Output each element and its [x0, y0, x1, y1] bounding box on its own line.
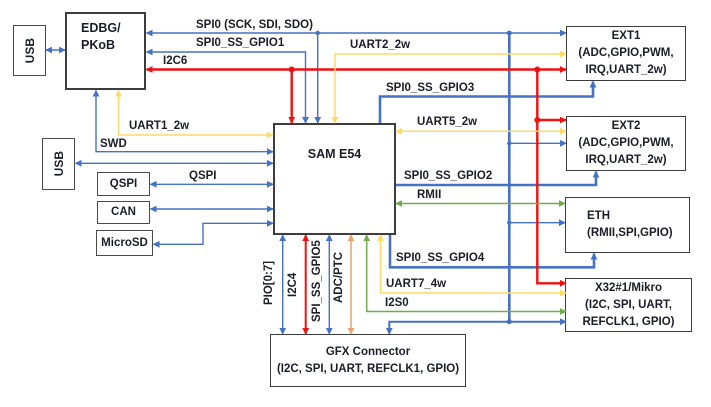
- wire-label-spi0-ss-gpio2: SPI0_SS_GPIO2: [404, 170, 493, 182]
- wire-label-qspi: QSPI: [189, 170, 217, 182]
- block-gfx-label-line2: (I2C, SPI, UART, REFCLK1, GPIO): [276, 362, 460, 375]
- wire-label-pio: PIO[0:7]: [263, 260, 275, 306]
- wire-label-i2s0: I2S0: [385, 297, 409, 309]
- block-eth: ETH (RMII,SPI,GPIO): [565, 197, 690, 253]
- block-gfx-connector: GFX Connector (I2C, SPI, UART, REFCLK1, …: [270, 334, 466, 387]
- junction-dot: [288, 66, 295, 73]
- block-usb-top-label: USB: [22, 37, 37, 64]
- block-edbg-label-line2: PKoB: [81, 38, 116, 52]
- wire-label-swd: SWD: [100, 138, 127, 150]
- junction-dot: [315, 30, 320, 36]
- block-microsd: MicroSD: [96, 230, 153, 256]
- block-usb-top: USB: [13, 25, 46, 76]
- wire-spi-bus-x32-gfx: [385, 318, 567, 335]
- junction-dot: [534, 66, 541, 73]
- block-ext2-label-line3: IRQ,UART_2w): [585, 154, 667, 166]
- block-edbg: EDBG/ PKoB: [65, 12, 146, 90]
- block-can: CAN: [97, 201, 150, 224]
- block-eth-label-line1: ETH: [587, 210, 610, 222]
- block-qspi-label: QSPI: [109, 177, 138, 190]
- block-can-label: CAN: [111, 206, 136, 218]
- block-qspi: QSPI: [97, 172, 150, 196]
- wire-label-uart7: UART7_4w: [386, 278, 447, 290]
- wire-label-i2c4: I2C4: [287, 272, 299, 298]
- wire-label-spi0-ss-gpio4: SPI0_SS_GPIO4: [396, 252, 485, 264]
- block-usb-bottom-label: USB: [51, 151, 66, 177]
- block-ext1-label-line1: EXT1: [611, 30, 641, 42]
- junction-dot: [506, 30, 512, 36]
- junction-dot: [534, 117, 541, 123]
- wire-label-spi0-ss-gpio3: SPI0_SS_GPIO3: [386, 82, 475, 94]
- wire-label-spi0-ss-gpio1: SPI0_SS_GPIO1: [196, 37, 285, 49]
- block-edbg-label-line1: EDBG/: [81, 21, 121, 35]
- junction-dot: [507, 141, 512, 146]
- wire-label-spi0: SPI0 (SCK, SDI, SDO): [196, 19, 313, 31]
- block-ext1-label-line2: (ADC,GPIO,PWM,: [578, 47, 674, 59]
- block-gfx-label-line1: GFX Connector: [325, 345, 411, 358]
- block-ext1-label-line3: IRQ,UART_2w): [585, 64, 667, 76]
- wire-label-spi-ss-gpio5: SPI_SS_GPIO5: [311, 240, 323, 322]
- block-eth-label-line2: (RMII,SPI,GPIO): [587, 227, 673, 239]
- block-x32-mikro: X32#1/Mikro (I2C, SPI, UART, REFCLK1, GP…: [565, 278, 692, 332]
- wire-label-rmii: RMII: [417, 189, 442, 201]
- wire-label-i2c6: I2C6: [163, 55, 188, 67]
- block-x32-label-line1: X32#1/Mikro: [594, 281, 663, 294]
- block-ext1: EXT1 (ADC,GPIO,PWM, IRQ,UART_2w): [566, 26, 686, 81]
- block-microsd-label: MicroSD: [101, 236, 148, 249]
- block-sam-e54-label: SAM E54: [307, 147, 362, 161]
- block-x32-label-line2: (I2C, SPI, UART,: [585, 298, 672, 311]
- block-ext2-label-line2: (ADC,GPIO,PWM,: [578, 137, 674, 149]
- junction-dot: [507, 220, 512, 225]
- block-x32-label-line3: REFCLK1, GPIO): [582, 315, 675, 328]
- block-usb-bottom: USB: [42, 138, 75, 190]
- wire-label-adc-ptc: ADC/PTC: [333, 251, 345, 303]
- wire-label-uart2: UART2_2w: [350, 39, 411, 51]
- wire-i2c-bus-x32: [536, 69, 567, 287]
- block-ext2: EXT2 (ADC,GPIO,PWM, IRQ,UART_2w): [566, 116, 686, 171]
- block-sam-e54: SAM E54: [273, 123, 396, 235]
- junction-dot: [506, 319, 512, 325]
- block-ext2-label-line1: EXT2: [611, 120, 641, 132]
- wire-microsd: [152, 219, 274, 248]
- wire-label-uart1: UART1_2w: [129, 120, 190, 132]
- wire-label-uart5: UART5_2w: [417, 116, 478, 128]
